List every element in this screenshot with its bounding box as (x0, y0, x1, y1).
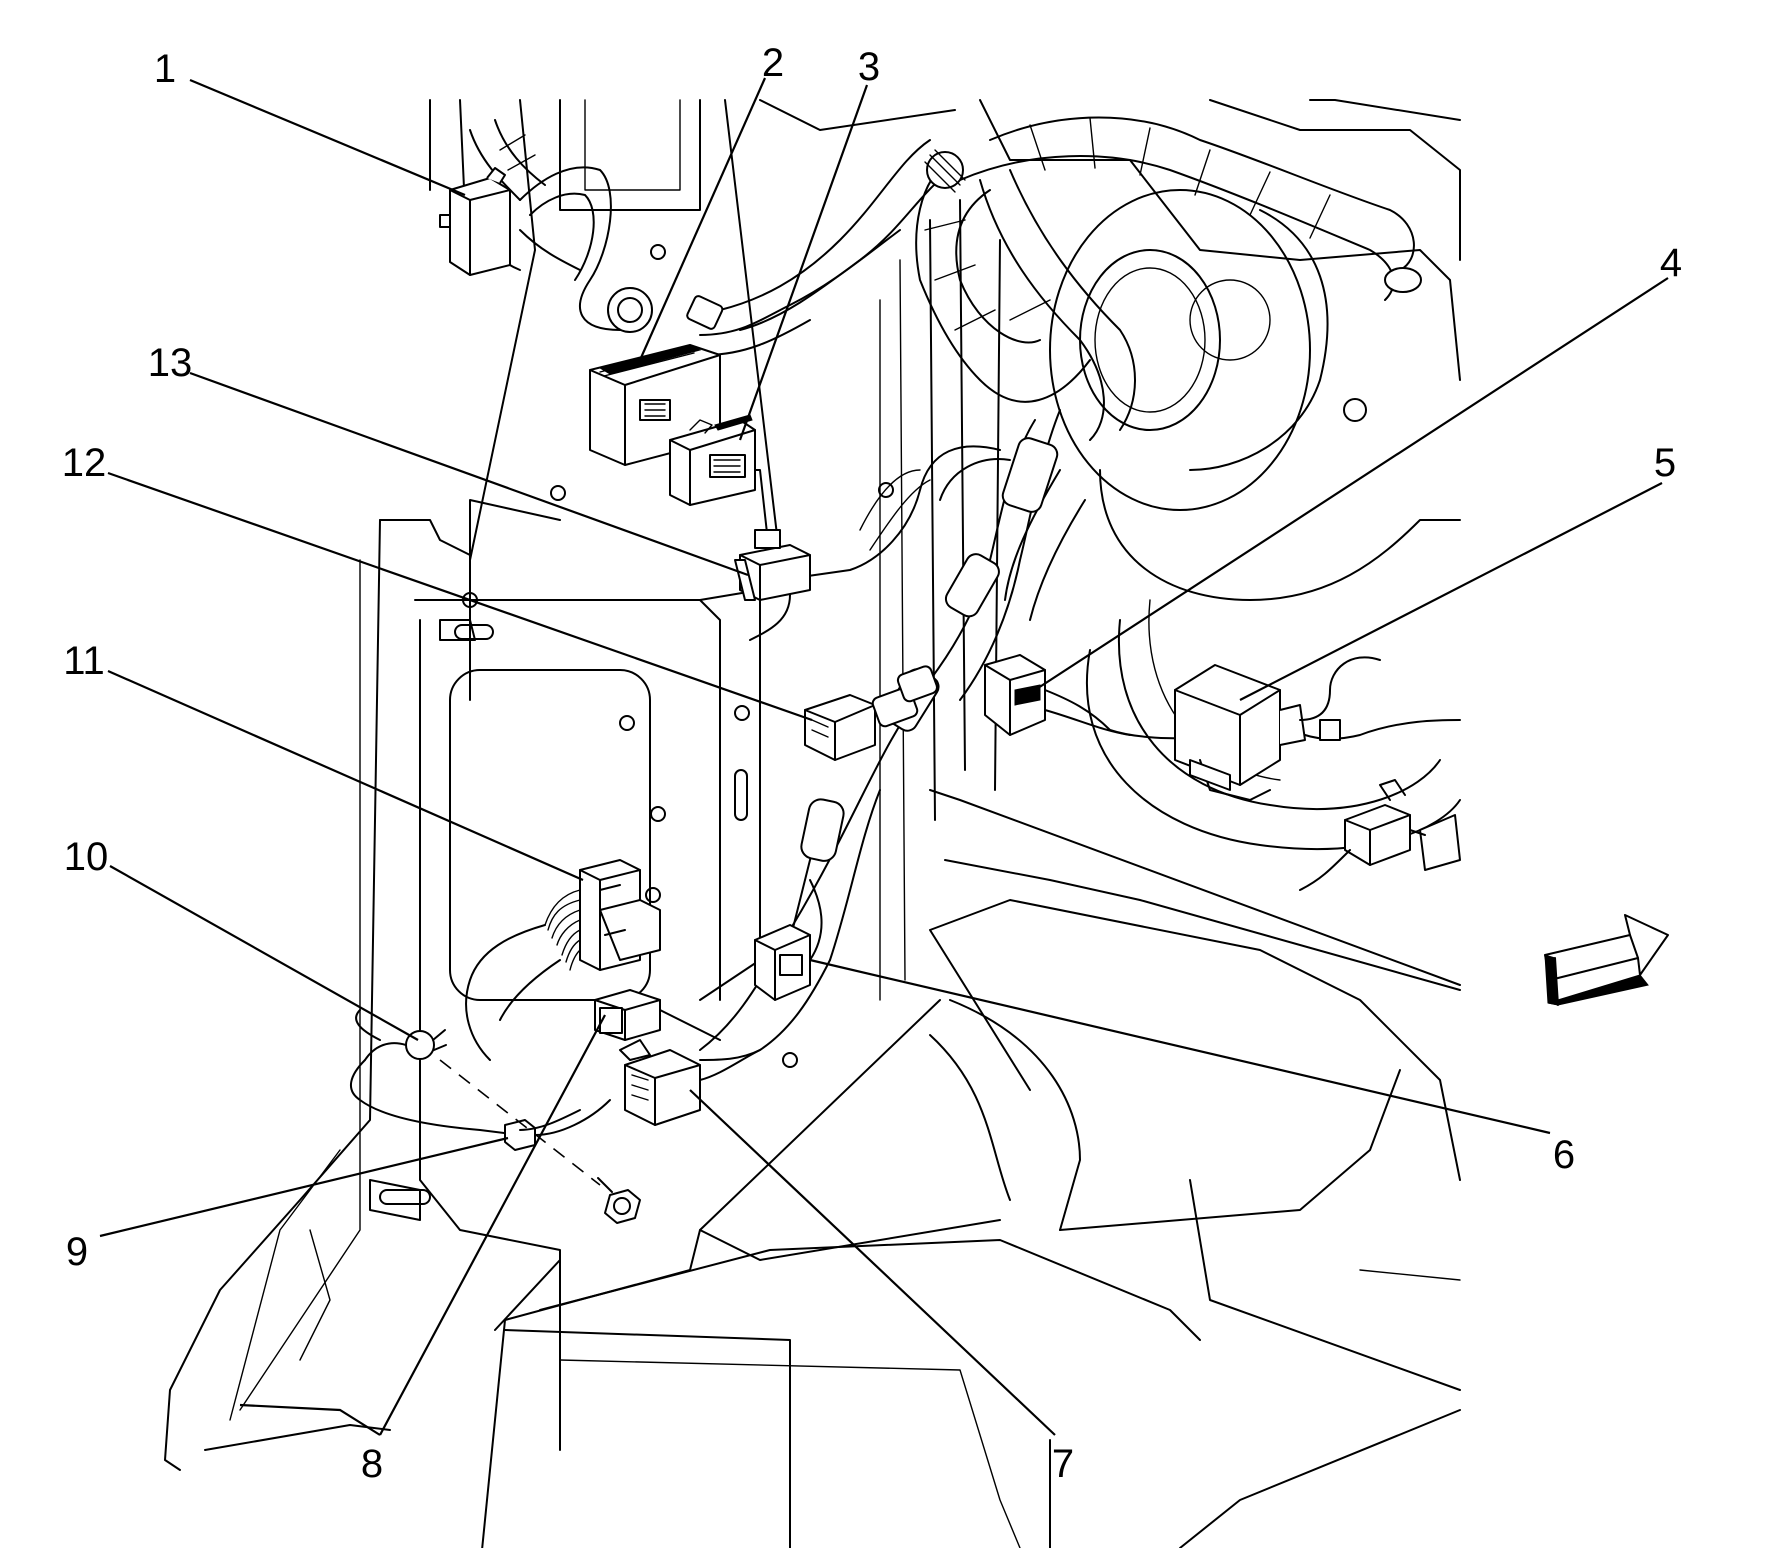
callout-8: 8 (361, 1442, 383, 1486)
callout-2: 2 (762, 41, 784, 85)
callout-9: 9 (66, 1230, 88, 1274)
connector-12 (804, 665, 939, 761)
leader-lines (99, 77, 1669, 1436)
callout-13: 13 (148, 341, 193, 385)
connector-8 (594, 989, 721, 1061)
leader-9 (99, 1136, 509, 1238)
callout-1: 1 (154, 47, 176, 91)
leader-8b (239, 1403, 381, 1436)
callout-7: 7 (1052, 1442, 1074, 1486)
connector-9 (504, 1099, 611, 1151)
callout-6: 6 (1553, 1133, 1575, 1177)
leader-6 (809, 958, 1551, 1135)
leader-7 (689, 1089, 1056, 1436)
callout-12: 12 (62, 441, 107, 485)
connector-6 (754, 924, 811, 1001)
leader-8a (379, 1014, 606, 1436)
connector-13 (734, 529, 811, 641)
relay-5 (1174, 656, 1461, 801)
leader-1 (189, 78, 466, 197)
connector-11 (465, 859, 661, 1061)
leader-5 (1239, 482, 1663, 701)
leader-4 (1034, 277, 1669, 691)
callout-4: 4 (1660, 241, 1682, 285)
fastener-bolt (439, 1059, 641, 1224)
ground-terminal-10 (350, 1009, 521, 1136)
callout-3: 3 (858, 45, 880, 89)
leader-2 (638, 77, 767, 361)
callout-11: 11 (63, 639, 105, 683)
leader-12 (107, 471, 813, 722)
callout-10: 10 (64, 835, 109, 879)
connector-right-lower (1299, 779, 1461, 891)
leader-3 (738, 84, 869, 441)
leader-10 (109, 865, 419, 1041)
view-direction-arrow-icon (1544, 914, 1669, 1006)
leader-13 (189, 371, 749, 577)
connector-7 (624, 1049, 761, 1126)
module-3 (669, 414, 756, 506)
callout-5: 5 (1654, 441, 1676, 485)
connector-1 (439, 167, 511, 276)
leader-11 (107, 669, 584, 882)
callout-labels: 1 2 3 4 5 6 7 8 9 10 11 12 13 (62, 41, 1682, 1486)
